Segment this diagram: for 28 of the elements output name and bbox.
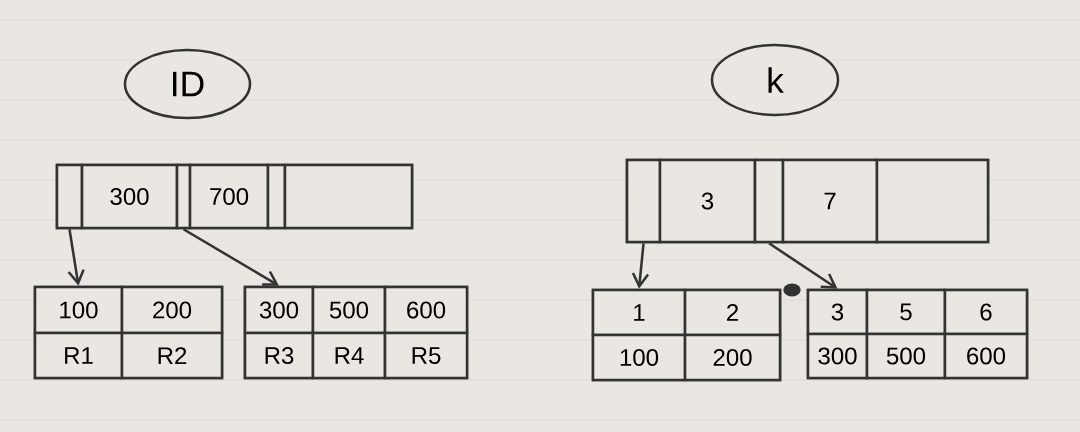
- table-cell: 100: [33, 285, 124, 335]
- pointer-cell: [266, 163, 287, 230]
- arrow: [67, 229, 85, 286]
- table-cell: 1: [591, 288, 687, 337]
- arrow: [631, 243, 650, 289]
- table-cell: 5: [865, 288, 947, 336]
- table-cell: 2: [683, 288, 782, 337]
- table-cell: 500: [865, 332, 947, 380]
- pointer-cell: [753, 158, 785, 244]
- table-cell: 200: [120, 285, 224, 335]
- table-cell: 600: [383, 285, 469, 335]
- table-cell: 600: [943, 332, 1029, 380]
- table-cell: R5: [383, 331, 469, 380]
- table-cell: R1: [33, 331, 124, 380]
- table-cell: 100: [591, 333, 687, 382]
- table-cell: 500: [311, 285, 387, 335]
- table-cell: R2: [120, 331, 224, 380]
- table-cell: R3: [243, 331, 315, 380]
- arrow: [768, 242, 838, 289]
- table-cell: 300: [806, 332, 869, 380]
- arrow: [182, 228, 279, 286]
- table-cell: 3: [806, 288, 869, 336]
- table-cell: R4: [311, 331, 387, 380]
- table-cell: 200: [683, 333, 782, 382]
- table-cell: 300: [243, 285, 315, 335]
- pointer-cell: [55, 163, 84, 230]
- table-cell: 6: [943, 288, 1029, 336]
- pointer-cell: [625, 158, 662, 244]
